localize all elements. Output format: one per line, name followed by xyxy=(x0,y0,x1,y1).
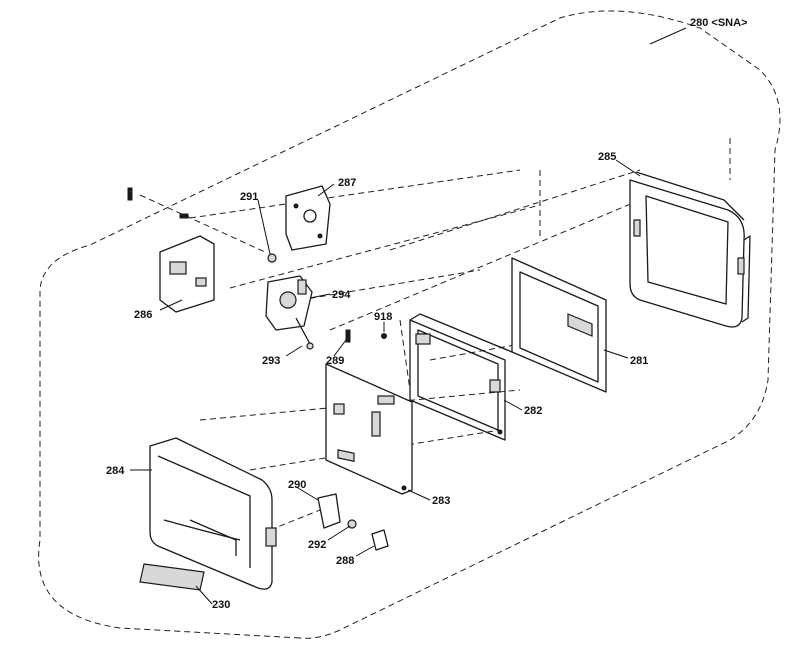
part-291-screw[interactable] xyxy=(267,253,277,263)
callout-288[interactable]: 288 xyxy=(336,555,354,567)
part-230-label[interactable] xyxy=(139,563,205,591)
part-284-front-cover[interactable] xyxy=(149,437,277,590)
callout-283[interactable]: 283 xyxy=(432,495,450,507)
leader-lines xyxy=(130,27,687,605)
callout-293[interactable]: 293 xyxy=(262,355,280,367)
callout-286[interactable]: 286 xyxy=(134,309,152,321)
part-288-knob[interactable] xyxy=(371,529,389,551)
part-283-circuit-board[interactable] xyxy=(325,363,413,495)
callout-280[interactable]: 280 <SNA> xyxy=(690,17,747,29)
part-connector-tab xyxy=(127,187,189,219)
callout-289[interactable]: 289 xyxy=(326,355,344,367)
callout-285[interactable]: 285 xyxy=(598,151,616,163)
callout-290[interactable]: 290 xyxy=(288,479,306,491)
part-289-sheet[interactable] xyxy=(345,329,351,343)
callout-291[interactable]: 291 xyxy=(240,191,258,203)
callout-287[interactable]: 287 xyxy=(338,177,356,189)
part-293-shaft[interactable] xyxy=(295,317,314,350)
part-285-rear-frame[interactable] xyxy=(629,171,751,328)
callout-918[interactable]: 918 xyxy=(374,311,392,323)
part-281-lcd-panel[interactable] xyxy=(511,257,607,393)
callout-281[interactable]: 281 xyxy=(630,355,648,367)
callout-294[interactable]: 294 xyxy=(332,289,351,301)
part-918-screw[interactable] xyxy=(381,333,387,339)
callout-230[interactable]: 230 xyxy=(212,599,230,611)
assembly-boundary xyxy=(38,10,781,639)
part-290-switch[interactable] xyxy=(317,493,341,529)
callout-282[interactable]: 282 xyxy=(524,405,542,417)
part-286-hinge-unit[interactable] xyxy=(159,235,215,313)
part-287-bracket[interactable] xyxy=(285,185,331,251)
callout-284[interactable]: 284 xyxy=(106,465,125,477)
part-282-lcd-holder[interactable] xyxy=(409,313,513,441)
callout-292[interactable]: 292 xyxy=(308,539,326,551)
part-294-hinge-mechanism[interactable] xyxy=(265,275,313,331)
